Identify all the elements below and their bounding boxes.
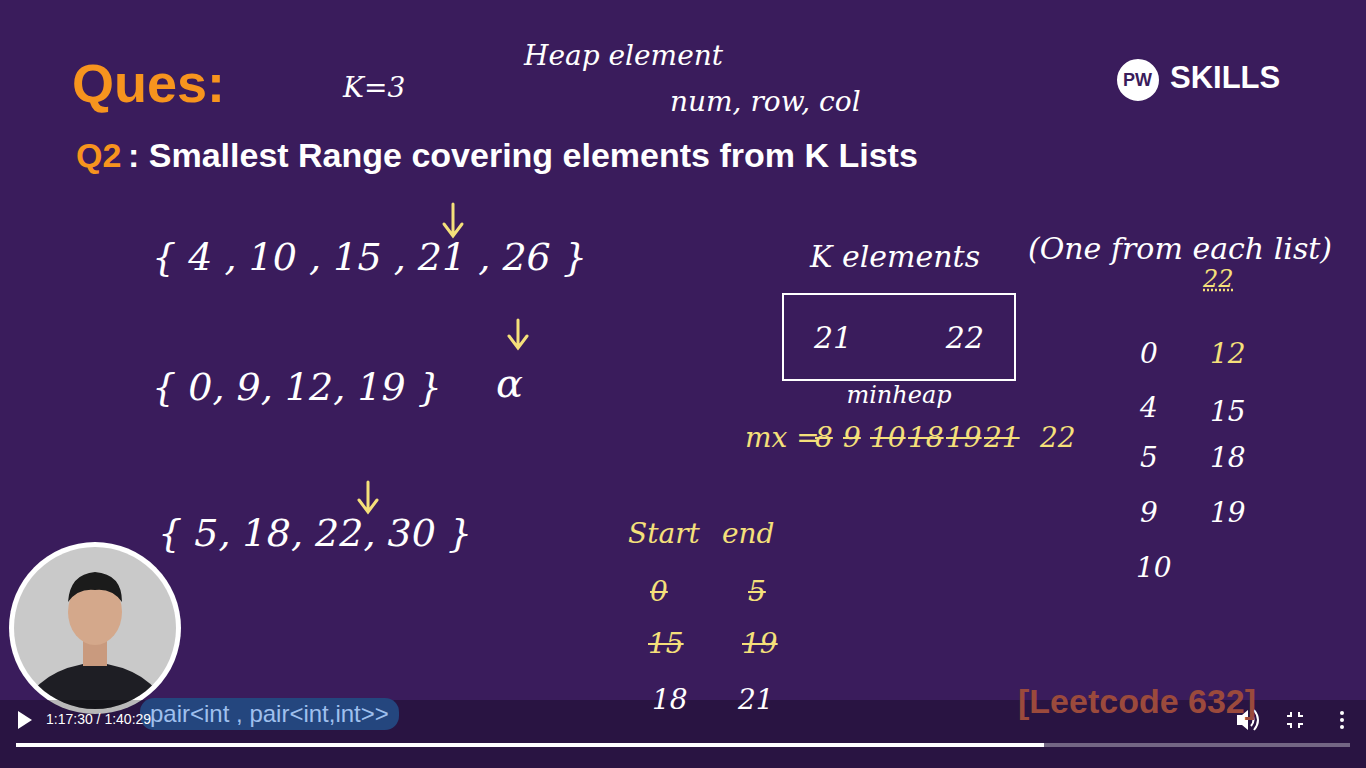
note: K elements <box>810 240 980 275</box>
table-cell: 19 <box>742 628 778 660</box>
problem-reference: [Leetcode 632] <box>1018 682 1256 721</box>
value: 8 <box>815 422 833 454</box>
note: num, row, col <box>670 86 861 118</box>
table-cell: 18 <box>1210 442 1246 474</box>
value: 21 <box>984 422 1020 454</box>
logo-circle <box>1116 58 1160 102</box>
table-cell: 0 <box>1140 338 1158 370</box>
table-cell: 19 <box>1210 497 1246 529</box>
heap-value: 22 <box>946 320 984 355</box>
table-cell: 5 <box>748 576 766 608</box>
variable-name: mx = <box>745 422 820 454</box>
table-header: 22 <box>1203 266 1234 294</box>
code-snippet: pair<int , pair<int,int>> <box>140 698 399 730</box>
value: 22 <box>1040 422 1076 454</box>
heap-box: 2122minheap <box>782 293 1016 381</box>
note: Heap element <box>524 40 723 72</box>
table-cell: 15 <box>1210 396 1246 428</box>
note: (One from each list) <box>1028 232 1332 267</box>
value: 10 <box>870 422 906 454</box>
brand-logo: PW <box>1123 70 1152 91</box>
input-list: { 5, 18, 22, 30 } <box>158 512 472 556</box>
table-cell: 10 <box>1136 552 1172 584</box>
question-number: Q2 <box>76 136 121 175</box>
value: 9 <box>843 422 861 454</box>
table-cell: 5 <box>1140 442 1158 474</box>
box-caption: minheap <box>846 381 951 409</box>
infinity-mark: α <box>496 360 523 406</box>
table-cell: 0 <box>650 576 668 608</box>
input-list: { 4 , 10 , 15 , 21 , 26 } <box>152 236 587 280</box>
table-header: Start <box>628 518 700 550</box>
video-time: 1:17:30 / 1:40:29 <box>46 711 151 727</box>
brand-name: SKILLS <box>1170 60 1280 96</box>
table-cell: 18 <box>652 684 688 716</box>
table-cell: 12 <box>1210 338 1246 370</box>
presenter-avatar <box>9 542 181 720</box>
heap-value: 21 <box>814 320 852 355</box>
table-cell: 9 <box>1140 497 1158 529</box>
section-heading: Ques: <box>72 52 225 114</box>
note: K=3 <box>343 72 405 104</box>
value: 19 <box>946 422 982 454</box>
table-cell: 21 <box>738 684 774 716</box>
table-cell: 15 <box>648 628 684 660</box>
slide-title: : Smallest Range covering elements from … <box>128 136 918 175</box>
value: 18 <box>908 422 944 454</box>
input-list: { 0, 9, 12, 19 } <box>152 366 442 410</box>
table-cell: 4 <box>1140 392 1158 424</box>
table-header: end <box>722 518 775 550</box>
